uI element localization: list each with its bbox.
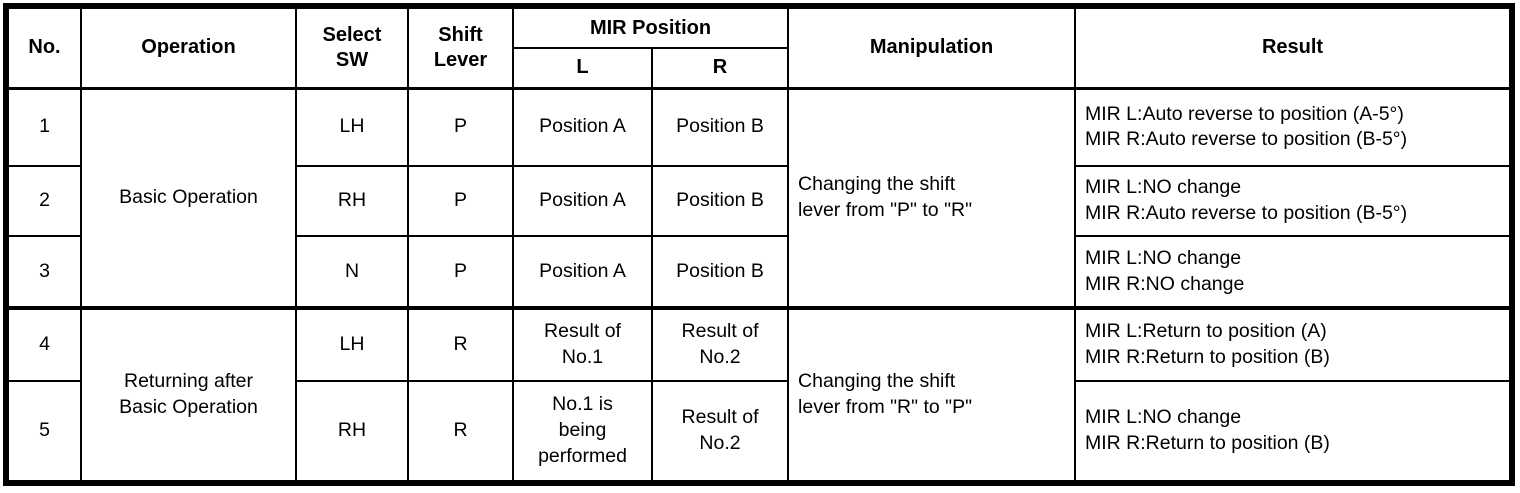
cell-manipulation-p-to-r: Changing the shift lever from "P" to "R" xyxy=(787,87,1077,309)
cell-mir-r: Position B xyxy=(650,87,790,167)
cell-no: 5 xyxy=(5,380,82,484)
col-header-select-sw: Select SW xyxy=(295,5,409,90)
cell-no: 2 xyxy=(5,165,82,237)
cell-manipulation-r-to-p: Changing the shift lever from "R" to "P" xyxy=(787,306,1077,484)
cell-shift-lever: P xyxy=(407,165,514,237)
cell-mir-r: Position B xyxy=(650,235,790,309)
mirror-operation-table: No. Operation Select SW Shift Lever MIR … xyxy=(3,3,1516,486)
cell-no: 3 xyxy=(5,235,82,309)
table-row-3: 3 N P Position A Position B MIR L:NO cha… xyxy=(5,235,1514,309)
cell-mir-r: Result of No.2 xyxy=(650,380,790,484)
cell-mir-r: Result of No.2 xyxy=(650,306,790,382)
cell-select-sw: RH xyxy=(295,380,409,484)
cell-operation-basic: Basic Operation xyxy=(80,87,297,309)
cell-select-sw: LH xyxy=(295,306,409,382)
cell-no: 4 xyxy=(5,306,82,382)
cell-mir-l: Result of No.1 xyxy=(512,306,653,382)
col-header-mir-position: MIR Position xyxy=(511,5,790,49)
manual-table-page: No. Operation Select SW Shift Lever MIR … xyxy=(0,3,1520,493)
cell-result: MIR L:NO change MIR R:Auto reverse to po… xyxy=(1074,165,1514,237)
cell-shift-lever: P xyxy=(407,235,514,309)
table-row-2: 2 RH P Position A Position B MIR L:NO ch… xyxy=(5,165,1514,237)
cell-result: MIR L:Return to position (A) MIR R:Retur… xyxy=(1074,306,1514,382)
cell-shift-lever: P xyxy=(407,87,514,167)
col-header-no: No. xyxy=(5,5,82,90)
cell-result: MIR L:NO change MIR R:NO change xyxy=(1074,235,1514,309)
table-row-5: 5 RH R No.1 is being performed Result of… xyxy=(5,380,1514,484)
col-header-shift-lever: Shift Lever xyxy=(407,5,514,90)
header-row-2: L R xyxy=(6,47,1512,90)
cell-mir-l: No.1 is being performed xyxy=(512,380,653,484)
cell-select-sw: N xyxy=(295,235,409,309)
cell-mir-l: Position A xyxy=(512,165,653,237)
cell-mir-l: Position A xyxy=(512,87,653,167)
cell-mir-r: Position B xyxy=(650,165,790,237)
cell-select-sw: RH xyxy=(295,165,409,237)
cell-no: 1 xyxy=(5,87,82,167)
col-header-mir-r: R xyxy=(650,47,790,90)
col-header-operation: Operation xyxy=(80,5,297,90)
cell-shift-lever: R xyxy=(407,306,514,382)
table-row-1: 1 Basic Operation LH P Position A Positi… xyxy=(5,87,1514,309)
cell-result: MIR L:NO change MIR R:Return to position… xyxy=(1074,380,1514,484)
col-header-manipulation: Manipulation xyxy=(787,5,1077,90)
header-row-1: No. Operation Select SW Shift Lever MIR … xyxy=(5,5,1514,90)
col-header-result: Result xyxy=(1074,5,1514,90)
col-header-mir-l: L xyxy=(512,47,653,90)
cell-shift-lever: R xyxy=(407,380,514,484)
cell-mir-l: Position A xyxy=(512,235,653,309)
table-row-4: 4 Returning after Basic Operation LH R R… xyxy=(5,306,1514,484)
cell-result: MIR L:Auto reverse to position (A-5°) MI… xyxy=(1074,87,1514,167)
cell-select-sw: LH xyxy=(295,87,409,167)
cell-operation-returning: Returning after Basic Operation xyxy=(80,306,297,484)
